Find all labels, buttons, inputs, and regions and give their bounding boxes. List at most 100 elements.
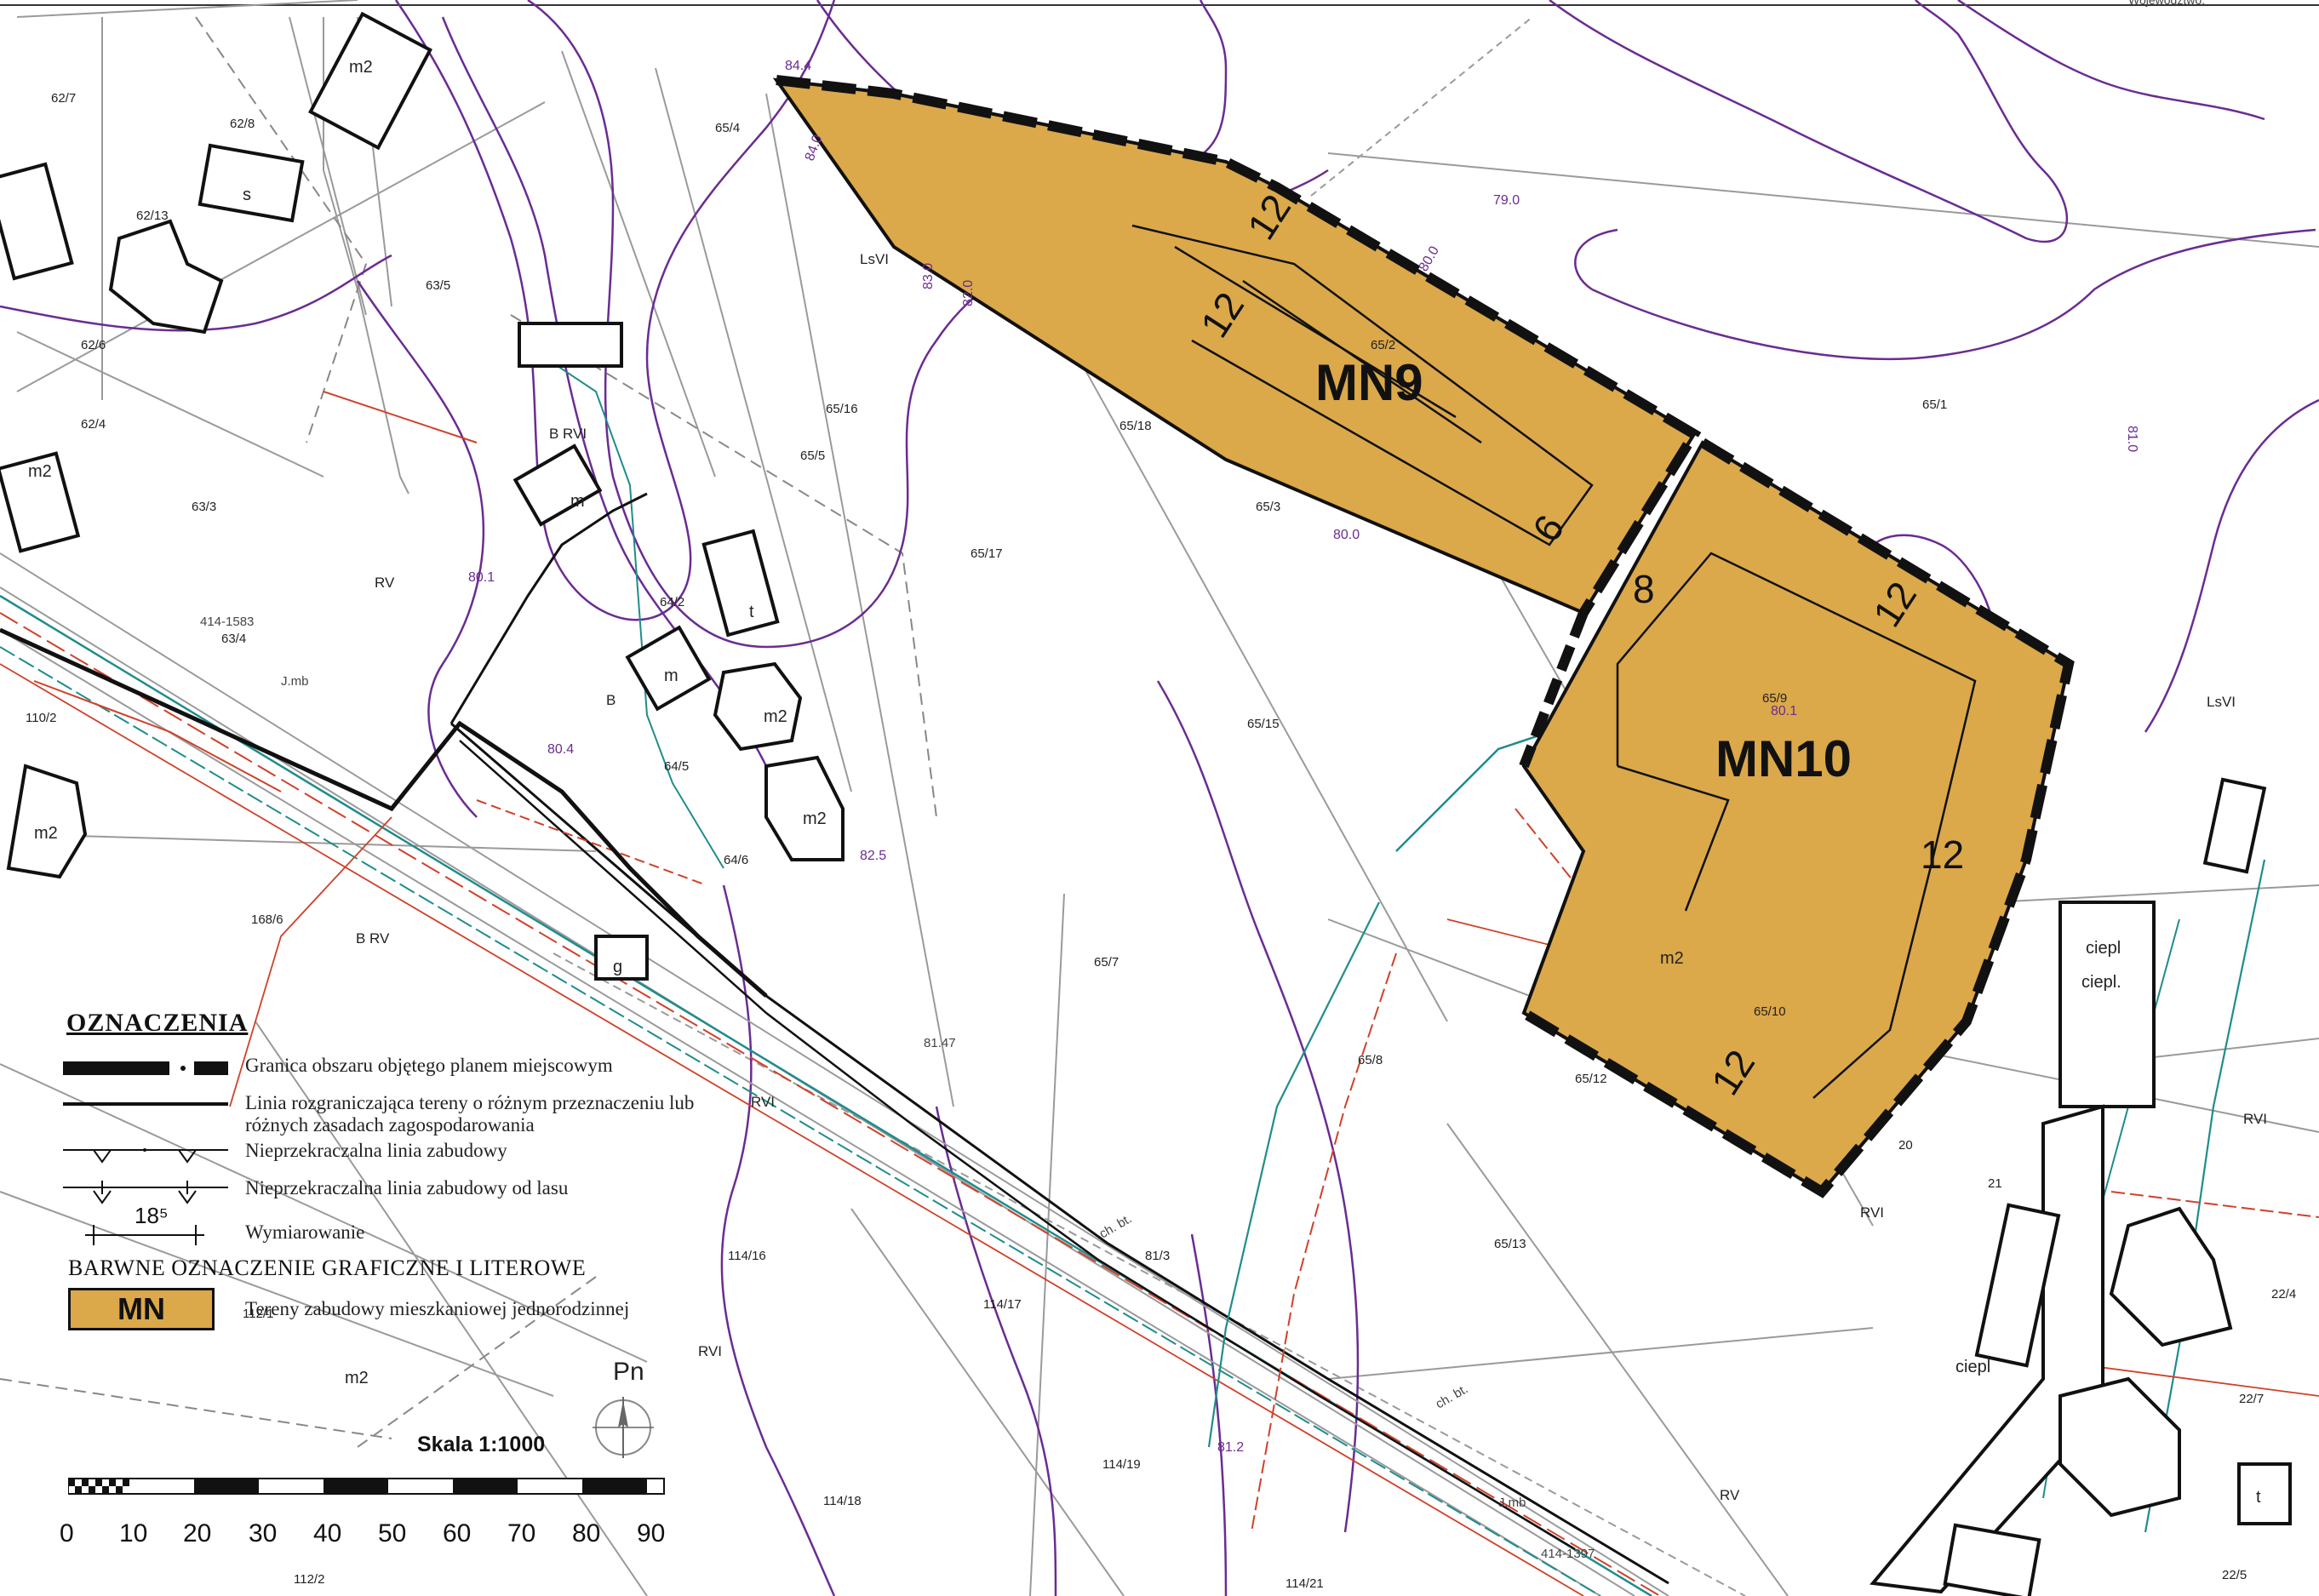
parcel-number: 64/5 [664,759,689,774]
parcel-number: 65/8 [1358,1053,1383,1067]
parcel-number: 112/2 [294,1572,324,1587]
parcel-number: 65/5 [800,449,825,463]
legend-panel: OZNACZENIA Granica obszaru objętego plan… [60,1009,724,1336]
parcel-number: 81/3 [1145,1249,1170,1263]
top-cut-text: Województwo. [2128,0,2205,7]
scale-tick: 10 [119,1519,148,1547]
parcel-number: 63/4 [221,632,246,646]
parcel-number: 65/2 [1371,338,1395,352]
scale-tick: 50 [378,1519,407,1547]
road-label: ch. bt. [1097,1211,1135,1241]
contour-value: 79.0 [1493,193,1520,208]
land-class: RV [1720,1487,1740,1503]
scale-tick: 90 [637,1519,666,1547]
plan-boundary-symbol [63,1061,228,1075]
parcel-number: 22/7 [2239,1392,2264,1406]
building-mark: t [2256,1488,2261,1507]
parcel-number: 65/16 [826,402,858,416]
scale-bar: Skala 1:1000 0 10 20 30 40 50 60 70 80 9… [51,1409,698,1547]
building-mark: s [243,186,251,204]
parcel-number: 22/5 [2222,1568,2247,1582]
parcel-number: 62/4 [81,417,106,432]
scale-tick: 70 [507,1519,536,1547]
building-mark: g [613,958,622,976]
contour-value: 80.0 [1417,243,1442,274]
building-mark: m2 [1660,949,1684,968]
parcel-number: 114/19 [1102,1457,1141,1472]
contour-value: 83.0 [921,263,936,289]
zone-label-mn9: MN9 [1315,354,1423,411]
station-label: 414-1583 [200,615,254,629]
contour-value: 84.0 [803,133,826,163]
legend-row-forest-line: Nieprzekraczalna linia zabudowy od lasu [60,1172,724,1210]
legend-row-boundary-line: Linia rozgraniczająca tereny o różnym pr… [60,1087,724,1136]
parcel-number: 64/2 [660,595,684,609]
road-label: J.mb [1498,1496,1526,1510]
legend-text: Nieprzekraczalna linia zabudowy [245,1140,507,1161]
contour-value: 82.5 [860,849,886,863]
parcel-number: 22/4 [2271,1287,2296,1301]
land-class: RVI [2243,1111,2267,1127]
scale-tick: 80 [572,1519,601,1547]
zone-mn10-west-boundary [1519,610,1589,769]
parcel-number: 168/6 [251,912,283,927]
building-mark: m [570,492,585,511]
boundary-line-symbol [63,1102,228,1106]
scale-tick: 40 [313,1519,342,1547]
land-class-labels: LsVI B RVI RV B B RV RVI RVI RVI RV LsVI… [356,251,2267,1503]
contour-value: 80.4 [547,742,574,757]
parcel-number: 62/6 [81,338,106,352]
north-label: Pn [613,1358,644,1386]
legend-text: Granica obszaru objętego planem miejscow… [245,1055,613,1076]
zone-mn10-boundary [1520,438,2075,1198]
parcel-number: 62/7 [51,91,76,106]
buildings [0,11,2292,1596]
legend-row-building-line: Nieprzekraczalna linia zabudowy [60,1135,724,1172]
contour-value: 84.4 [785,59,811,73]
contour-value: 81.0 [2125,426,2139,452]
parcel-number: 65/1 [1922,398,1947,412]
parcel-number: 65/9 [1762,691,1787,706]
compass-icon [593,1397,654,1458]
legend-row-plan-boundary: Granica obszaru objętego planem miejscow… [60,1050,724,1087]
scale-tick: 0 [60,1519,74,1547]
dimension-sample: 18⁵ [135,1203,169,1228]
parcel-number: 114/16 [728,1249,766,1263]
land-class: LsVI [2207,694,2236,710]
north-arrow: Pn [587,1358,664,1477]
road-edge-thick [0,627,768,998]
scale-tick: 20 [183,1519,212,1547]
parcel-labels: 62/7 62/8 62/13 62/6 62/4 63/5 63/3 63/4… [26,91,2296,1591]
dim-label: 8 [1633,567,1655,611]
road-branch [449,492,648,724]
parcel-number: 114/17 [983,1297,1022,1312]
mn-swatch: MN [68,1288,215,1330]
parcel-number: 63/3 [192,500,216,514]
parcel-number: 62/13 [136,209,169,223]
building-mark: m2 [345,1369,369,1387]
scale-tick: 30 [249,1519,278,1547]
parcel-number: 65/15 [1247,717,1280,731]
legend-text: Tereny zabudowy mieszkaniowej jednorodzi… [245,1298,630,1319]
contour-value: 80.1 [1771,704,1797,718]
parcel-number: 63/5 [426,278,450,293]
dashed-boundaries [0,16,937,1448]
land-class: LsVI [860,251,889,267]
parcel-number: 112/1 [243,1307,273,1321]
building-mark: ciepl [2086,939,2121,958]
legend-text: Linia rozgraniczająca tereny o różnym pr… [245,1092,695,1136]
forest-line-symbol [63,1181,228,1204]
building-mark: m2 [34,824,58,843]
contour-labels: 84.4 84.0 83.0 82.0 81.0 80.0 80.1 80.4 … [468,59,2139,1455]
building-lines [1131,224,1977,1099]
scale-tick: 60 [443,1519,472,1547]
road-label: ch. bt. [1434,1381,1471,1411]
building-line-symbol [63,1148,228,1164]
parcel-number: 20 [1898,1138,1913,1153]
parcel-number: 65/18 [1119,419,1152,433]
parcel-number: 64/6 [724,853,748,867]
parcel-number: 65/13 [1494,1237,1526,1251]
parcel-number: 65/3 [1256,500,1280,514]
contour-value: 80.1 [468,570,495,585]
